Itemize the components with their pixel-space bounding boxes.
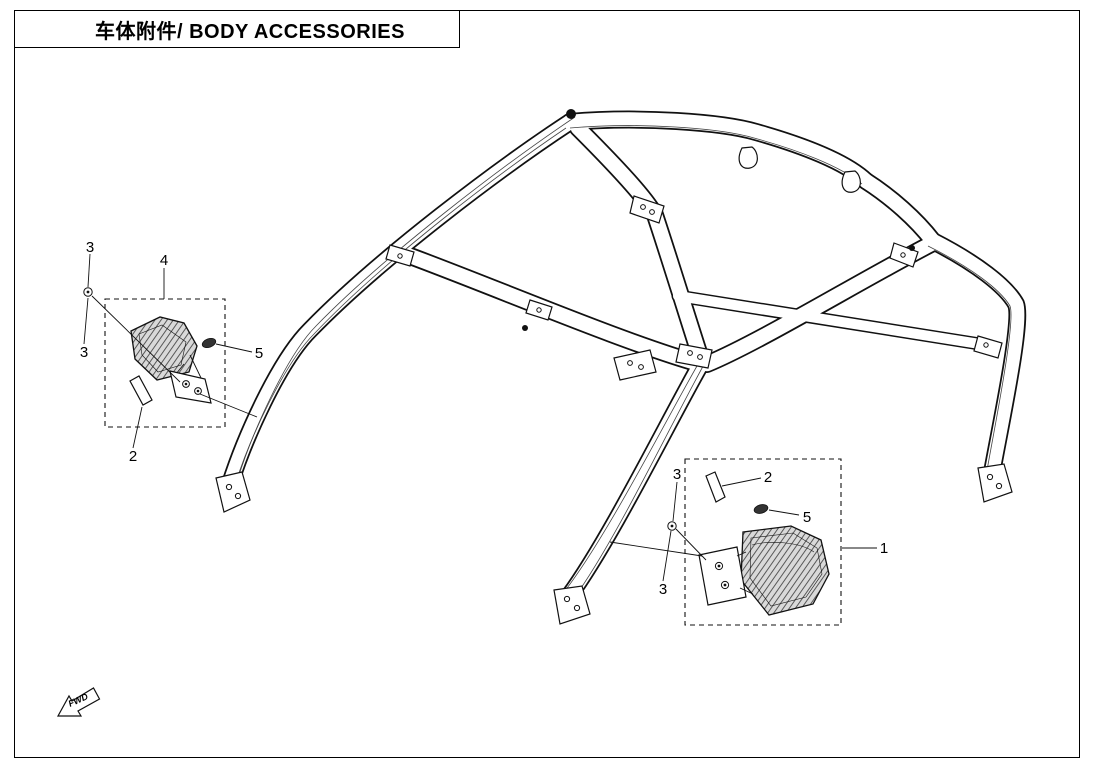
callout-2-left: 2 <box>129 448 137 465</box>
foot-plate-front-left <box>215 471 251 513</box>
page-title: 车体附件/ BODY ACCESSORIES <box>95 20 405 43</box>
right-mirror-housing <box>740 525 830 616</box>
dashed-box-left <box>104 298 226 428</box>
left-mirror-assembly <box>83 287 226 428</box>
cage-tube-shading <box>235 116 1012 599</box>
left-screw-part-3 <box>83 287 93 297</box>
callout-3-left-mid: 3 <box>80 344 88 361</box>
right-mirror-bracket <box>698 546 754 606</box>
left-mirror-bracket <box>169 370 212 404</box>
leader-lines <box>83 253 877 582</box>
callout-5-left: 5 <box>255 345 263 362</box>
callout-1: 1 <box>880 540 888 557</box>
roll-cage-drawing <box>215 109 1017 625</box>
right-grommet-part-5 <box>753 504 769 514</box>
cage-brackets <box>385 109 1003 381</box>
right-screw-part-3 <box>667 521 677 531</box>
left-grommet-part-5 <box>201 337 217 349</box>
callout-3-right-bottom: 3 <box>659 581 667 598</box>
right-pin-part-2 <box>705 471 726 503</box>
callout-3-right-top: 3 <box>673 466 681 483</box>
title-box: 车体附件/ BODY ACCESSORIES <box>14 10 460 48</box>
dashed-box-right <box>684 458 842 626</box>
callout-5-right: 5 <box>803 509 811 526</box>
callout-3-left-top: 3 <box>86 239 94 256</box>
left-mirror-housing <box>130 316 198 381</box>
callout-4: 4 <box>160 252 168 269</box>
right-mirror-housing-detail <box>749 532 823 607</box>
left-pin-part-2 <box>129 375 153 406</box>
callout-labels: 3 3 4 5 2 3 2 5 1 3 <box>80 239 888 598</box>
foot-plate-front-center <box>553 585 591 625</box>
callout-2-right: 2 <box>764 469 772 486</box>
page-border <box>14 10 1080 758</box>
fwd-arrow: FWD <box>56 687 101 717</box>
foot-plate-rear-right <box>977 463 1013 503</box>
left-mirror-housing-detail <box>138 324 187 373</box>
right-mirror-assembly <box>667 458 842 626</box>
